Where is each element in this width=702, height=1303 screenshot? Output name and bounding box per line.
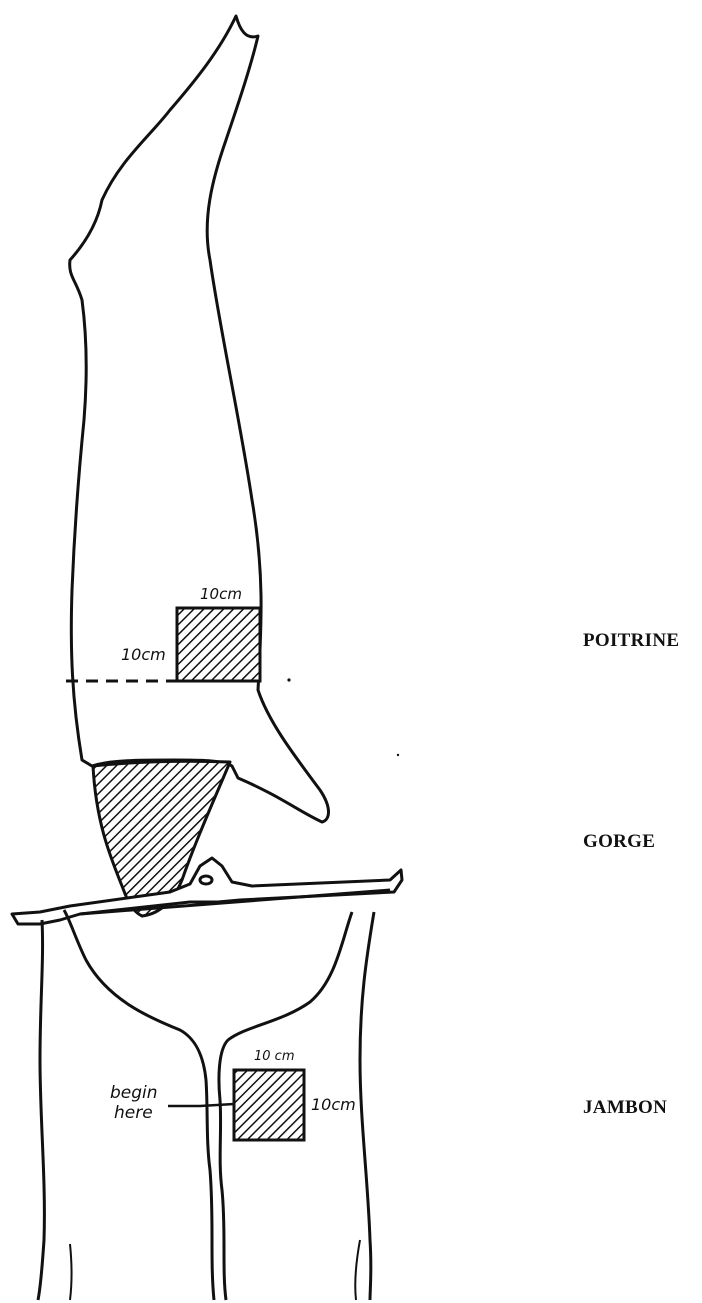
ham-height-label: 10cm: [311, 1095, 356, 1114]
label-gorge: GORGE: [583, 831, 655, 853]
jambon-sample-square: [234, 1070, 304, 1140]
ink-dot: [397, 754, 399, 756]
carcass-width-label: 10cm: [200, 585, 242, 603]
ham-width-label: 10 cm: [254, 1049, 295, 1064]
begin-here-label-line2: here: [114, 1103, 153, 1123]
gambrel-bar: [12, 858, 402, 924]
ham-drawing: [12, 858, 402, 1300]
label-poitrine: POITRINE: [583, 630, 679, 652]
begin-here-label-line1: begin: [110, 1083, 158, 1103]
carcass-outline: [70, 16, 329, 822]
begin-here-pointer: [168, 1104, 234, 1106]
ink-dot: [287, 678, 290, 681]
carcass-height-label: 10cm: [121, 645, 166, 664]
poitrine-sample-square: [177, 608, 260, 681]
label-jambon: JAMBON: [583, 1097, 667, 1119]
